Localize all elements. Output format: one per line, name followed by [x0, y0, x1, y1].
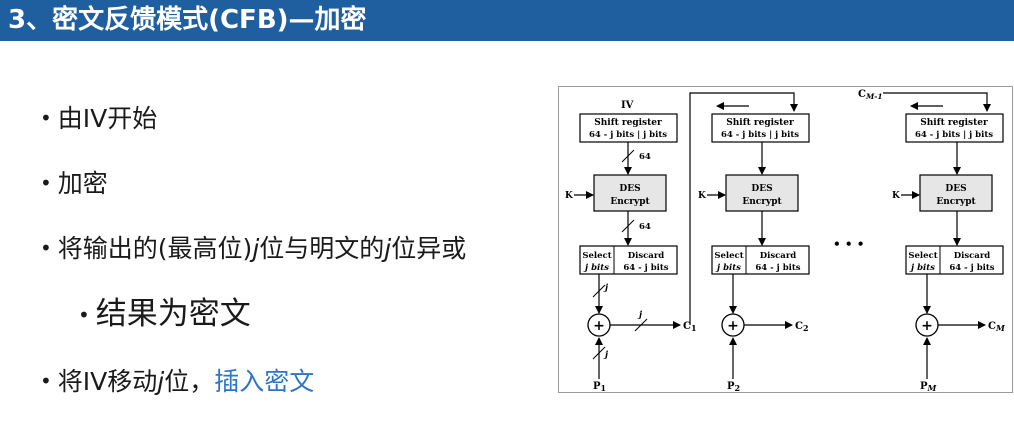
shift-register-label: Shift register [594, 118, 662, 128]
bus-width-label: j [603, 283, 608, 293]
stage-1: Shift register 64 - j bits | j bits 64 D… [565, 113, 697, 393]
bullet-italic: j [157, 367, 165, 396]
key-label: K [698, 191, 707, 201]
des-label: DES [619, 184, 640, 194]
xor-symbol: + [921, 318, 933, 334]
cm1-label: CM-1 [858, 89, 883, 101]
key-label: K [565, 191, 574, 201]
shift-register-fields: 64 - j bits | j bits [589, 130, 667, 140]
bullet-3: •将输出的(最高位)j位与明文的j位异或 [40, 233, 466, 266]
des-label: Encrypt [742, 197, 782, 207]
shift-register-box [711, 113, 810, 143]
bus-slash [634, 318, 648, 332]
plaintext-label: P1 [593, 381, 606, 393]
iv-label: IV [621, 100, 634, 111]
xor-symbol: + [727, 318, 739, 334]
des-label: DES [945, 184, 966, 194]
cfb-diagram: IV Shift register 64 - j bits | j bits 6… [558, 86, 1013, 393]
des-box [919, 174, 993, 212]
bus-slash [592, 346, 606, 360]
bus-slash [592, 284, 606, 298]
bullet-text: 加密 [57, 169, 108, 198]
shift-register-label: Shift register [920, 118, 988, 128]
plaintext-label: PM [920, 381, 938, 393]
bullet-text: 由IV开始 [57, 104, 158, 133]
bullet-2: •加密 [40, 168, 108, 201]
bullet-dot: • [40, 369, 52, 393]
bullet-4: •结果为密文 [78, 298, 251, 333]
select-discard-box [579, 245, 678, 275]
bullet-italic: j [252, 234, 260, 263]
stage-2: Shift register 64 - j bits | j bits DES … [698, 113, 810, 393]
bullet-text: 将IV移动 [57, 367, 158, 396]
ciphertext-label: C1 [683, 321, 697, 333]
insert-ciphertext-link: 插入密文 [214, 367, 315, 396]
shift-register-fields: 64 - j bits | j bits [915, 130, 993, 140]
shift-register-label: Shift register [726, 118, 794, 128]
select-bits: j bits [715, 263, 741, 273]
cfb-diagram-svg: IV Shift register 64 - j bits | j bits 6… [565, 89, 1006, 393]
feedback-line [883, 92, 991, 112]
bullet-text: 位与明文的 [259, 234, 385, 263]
bullet-dot: • [78, 303, 90, 327]
bullet-text: 位异或 [391, 234, 467, 263]
bullet-text: 将输出的(最高位) [57, 234, 253, 263]
bus-width-label: 64 [639, 222, 651, 232]
select-discard-box [711, 245, 810, 275]
discard-label: Discard [628, 251, 665, 261]
bus-width-label: 64 [639, 152, 651, 162]
des-box [593, 174, 667, 212]
slide-title: 3、密文反馈模式(CFB)—加密 [8, 5, 367, 35]
bus-slash [621, 149, 635, 163]
bullet-dot: • [40, 106, 52, 130]
select-discard-box [905, 245, 1004, 275]
select-bits: j bits [583, 263, 609, 273]
ciphertext-label: C2 [795, 321, 809, 333]
bus-width-label: j [637, 310, 642, 320]
bus-slash [621, 219, 635, 233]
select-label: Select [714, 251, 743, 261]
shift-register-fields: 64 - j bits | j bits [721, 130, 799, 140]
discard-label: Discard [760, 251, 797, 261]
discard-bits: 64 - j bits [949, 263, 994, 273]
bullet-dot: • [40, 236, 52, 260]
shift-register-box [905, 113, 1004, 143]
des-label: Encrypt [610, 197, 650, 207]
discard-label: Discard [954, 251, 991, 261]
xor-symbol: + [593, 318, 605, 334]
select-bits: j bits [909, 263, 935, 273]
ellipsis: • • • [833, 237, 864, 251]
bullet-1: •由IV开始 [40, 103, 157, 136]
plaintext-label: P2 [727, 381, 740, 393]
des-box [725, 174, 799, 212]
stage-m: Shift register 64 - j bits | j bits DES … [892, 113, 1006, 393]
bullet-text: 位， [164, 367, 215, 396]
bullet-italic: j [384, 234, 392, 263]
select-label: Select [582, 251, 611, 261]
key-label: K [892, 191, 901, 201]
ciphertext-label: CM [988, 321, 1006, 333]
des-label: DES [751, 184, 772, 194]
bullet-5: •将IV移动j位，插入密文 [40, 366, 314, 399]
bullet-dot: • [40, 171, 52, 195]
title-bar: 3、密文反馈模式(CFB)—加密 [0, 0, 1014, 41]
discard-bits: 64 - j bits [623, 263, 668, 273]
select-label: Select [908, 251, 937, 261]
bus-width-label: j [603, 350, 608, 360]
discard-bits: 64 - j bits [755, 263, 800, 273]
feedback-line [689, 92, 798, 325]
des-label: Encrypt [936, 197, 976, 207]
bullet-text: 结果为密文 [95, 296, 251, 332]
